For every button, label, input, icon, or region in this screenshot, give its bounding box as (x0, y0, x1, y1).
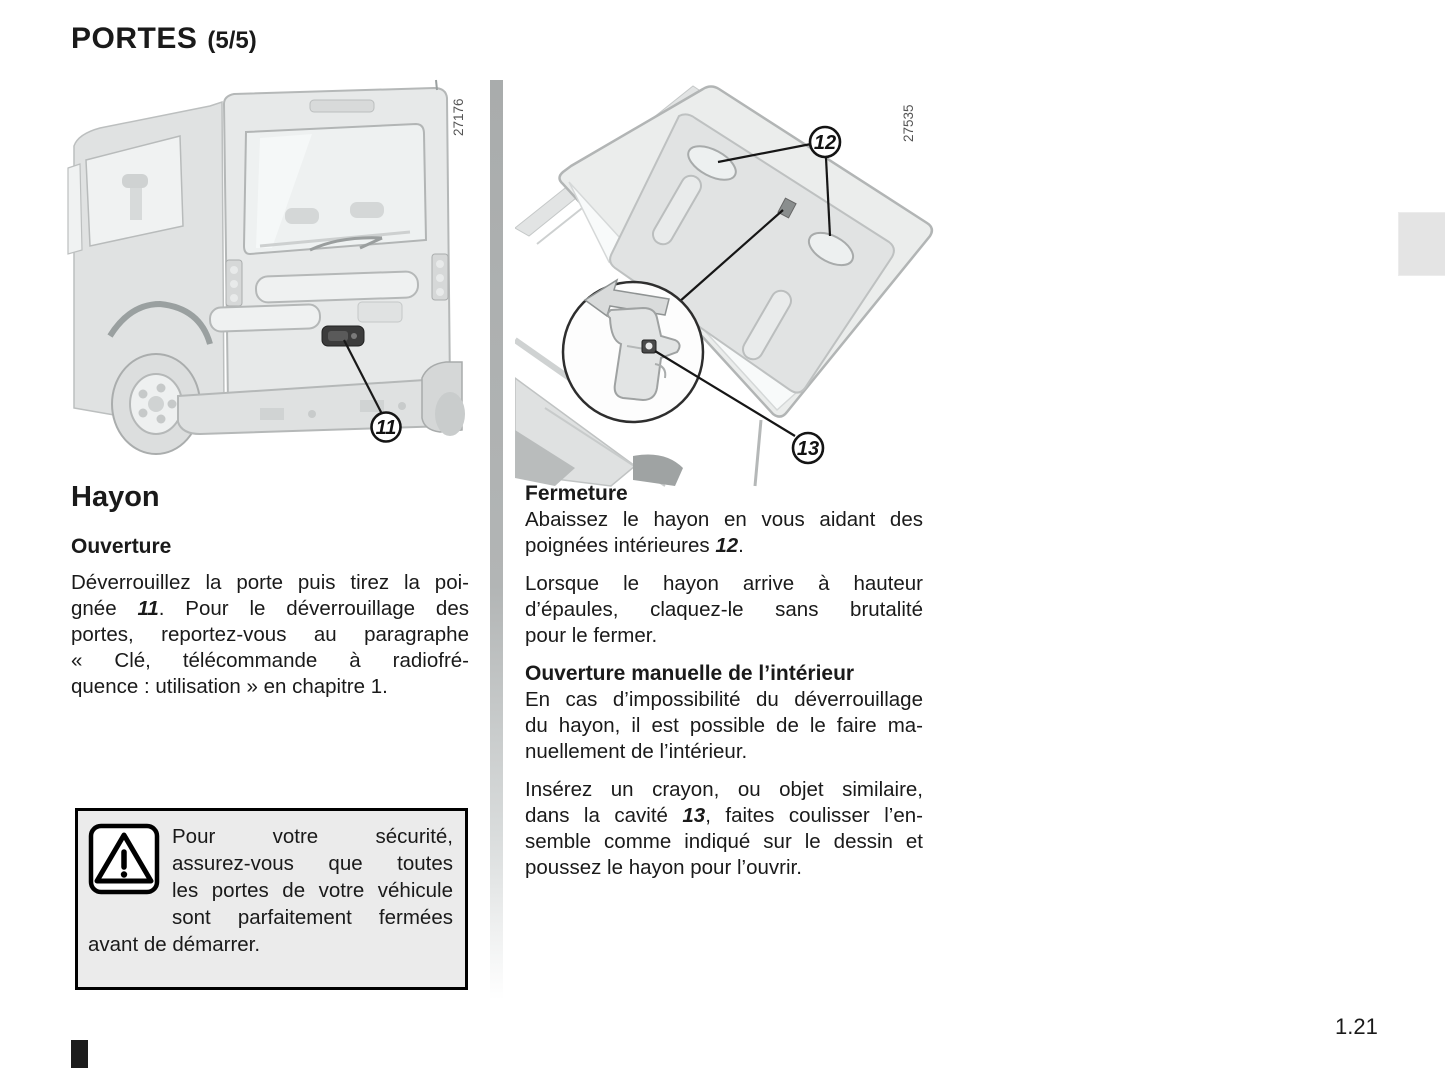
rear-wiper (309, 236, 383, 252)
warning-line: avant de démarrer. (88, 933, 261, 956)
warning-line: les portes de votre véhicule (172, 879, 453, 902)
page-title-main: PORTES (71, 22, 198, 55)
rear-van-figure: 11 27176 (67, 79, 466, 455)
callout-13-badge: 13 (791, 431, 825, 465)
svg-text:12: 12 (814, 132, 836, 154)
text-line: poussez le hayon pour l’ouvrir. (525, 856, 802, 879)
ref-number-13: 13 (682, 804, 706, 827)
ouverture-manuelle-paragraph-1: En cas d’impossibilité du déverrouillage… (525, 687, 923, 765)
text-line: d’épaules, claquez-le sans brutalité (525, 598, 923, 621)
latch-marker (777, 197, 797, 219)
fermeture-paragraph-2: Lorsque le hayon arrive à hauteur d’épau… (525, 571, 923, 649)
svg-text:13: 13 (797, 438, 819, 460)
print-registration-mark (71, 1040, 88, 1068)
text-line: portes, reportez-vous au paragraphe (71, 623, 469, 646)
text-line: Déverrouillez la porte puis tirez la poi… (71, 571, 469, 594)
text-line: dans la cavité 13, faites coulisser l’en… (525, 804, 923, 827)
text-line: gnée 11. Pour le déverrouillage des (71, 597, 469, 620)
leader-line-11 (343, 339, 383, 415)
leader-line-13 (654, 350, 796, 437)
callout-12-badge: 12 (808, 125, 842, 159)
callout-11-badge: 11 (370, 411, 402, 443)
text-line: quence : utilisation » en chapitre 1. (71, 675, 388, 698)
safety-warning-box: Pour votre sécurité, assurez-vous que to… (75, 808, 468, 990)
leader-line-12a (717, 142, 812, 164)
ouverture-paragraph: Déverrouillez la porte puis tirez la poi… (71, 570, 469, 700)
chapter-tab (1398, 212, 1445, 276)
third-brake-light (309, 99, 375, 113)
handle-recess-top (687, 145, 737, 181)
handle-recess-bottom (807, 231, 855, 267)
page-number: 1.21 (1335, 1014, 1378, 1039)
ref-number-11: 11 (137, 597, 159, 620)
warning-line: sont parfaitement fermées (172, 906, 453, 929)
text-line: En cas d’impossibilité du déverrouillage (525, 688, 923, 711)
tailgate-interior-figure: 12 13 27535 (515, 85, 934, 487)
text-line: Insérez un crayon, ou objet similaire, (525, 778, 923, 801)
trim-rib (652, 174, 702, 246)
text-line: poignées intérieures 12. (525, 534, 744, 557)
text-line: du hayon, il est possible de le faire ma… (525, 714, 923, 737)
leader-line-12b (824, 157, 832, 237)
door-recess-strip (255, 270, 419, 304)
warning-line: Pour votre sécurité, (172, 825, 453, 848)
latch-mechanism (606, 306, 681, 402)
subheading-ouverture-manuelle: Ouverture manuelle de l’intérieur (525, 662, 855, 685)
page-title-count: (5/5) (207, 27, 257, 54)
right-text-column: Fermeture Abaissez le hayon en vous aida… (525, 481, 923, 893)
text-line: nuellement de l’intérieur. (525, 740, 748, 763)
ouverture-manuelle-paragraph-2: Insérez un crayon, ou objet similaire, d… (525, 777, 923, 881)
figure-ref-left: 27176 (451, 98, 466, 136)
leader-line-inset (678, 209, 784, 303)
subheading-fermeture: Fermeture (525, 482, 628, 505)
section-heading-hayon: Hayon (71, 481, 160, 513)
text-line: « Clé, télécommande à radiofré- (71, 649, 469, 672)
column-divider (490, 80, 503, 1000)
trim-rib (742, 289, 792, 361)
text-line: semble comme indiqué sur le dessin et (525, 830, 923, 853)
figure-ref-right: 27535 (901, 104, 916, 142)
fermeture-paragraph-1: Abaissez le hayon en vous aidant des poi… (525, 507, 923, 559)
svg-text:11: 11 (376, 417, 397, 439)
warning-line: assurez-vous que toutes (172, 852, 453, 875)
left-text-column: Hayon Ouverture Déverrouillez la porte p… (71, 482, 469, 712)
warning-icon-wrap (88, 823, 172, 923)
text-line: pour le fermer. (525, 624, 658, 647)
ref-number-12: 12 (715, 534, 739, 557)
wheel-arch (107, 300, 213, 345)
subheading-ouverture: Ouverture (71, 535, 172, 558)
warning-triangle-icon (88, 823, 160, 895)
text-line: Lorsque le hayon arrive à hauteur (525, 572, 923, 595)
inset-magnifier (561, 278, 705, 424)
page-title: PORTES (5/5) (71, 22, 257, 56)
text-line: Abaissez le hayon en vous aidant des (525, 508, 923, 531)
